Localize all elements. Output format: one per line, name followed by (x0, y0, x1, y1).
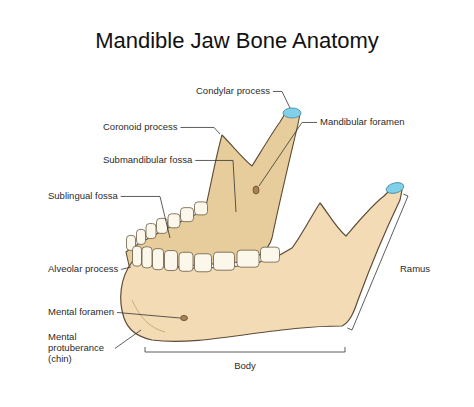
leader-line (117, 312, 180, 318)
mental-foramen-hole (181, 315, 188, 320)
leader-line (195, 160, 236, 212)
tooth (179, 252, 193, 271)
tooth (142, 247, 152, 268)
part-label: Ramus (400, 264, 430, 275)
tooth (195, 202, 208, 215)
body-bracket (145, 347, 345, 352)
tooth (133, 246, 142, 266)
part-label: Mental foramen (48, 307, 114, 318)
part-label: Mandibular foramen (320, 117, 405, 128)
tooth (146, 224, 156, 239)
part-label: Condylar process (196, 86, 270, 97)
part-label: Coronoid process (103, 122, 177, 133)
part-label: Sublingual fossa (48, 191, 118, 202)
far-condyle-cartilage (283, 108, 301, 118)
leader-line (259, 122, 317, 186)
near-mandible-half (121, 188, 402, 341)
tooth (237, 250, 259, 267)
leader-line (273, 91, 290, 108)
diagram-title: Mandible Jaw Bone Anatomy (0, 28, 474, 54)
mandibular-foramen-hole (253, 186, 259, 194)
tooth (214, 252, 235, 270)
tooth (181, 208, 194, 222)
tooth (261, 247, 280, 262)
part-label: Alveolar process (48, 264, 118, 275)
leader-line (121, 196, 170, 238)
leader-line (121, 267, 131, 269)
part-label: Submandibular fossa (103, 155, 192, 166)
tooth (168, 214, 180, 228)
tooth (153, 249, 164, 270)
tooth (137, 229, 146, 244)
leader-line (180, 127, 220, 134)
part-label: Mental protuberance (chin) (48, 332, 112, 365)
leader-line (115, 330, 141, 348)
part-label: Body (234, 361, 256, 372)
far-mandible-half (126, 112, 300, 270)
tooth (195, 254, 212, 272)
ramus-bracket (347, 194, 408, 330)
near-teeth (133, 246, 280, 272)
tooth (165, 251, 178, 271)
near-condyle-cartilage (385, 181, 405, 195)
